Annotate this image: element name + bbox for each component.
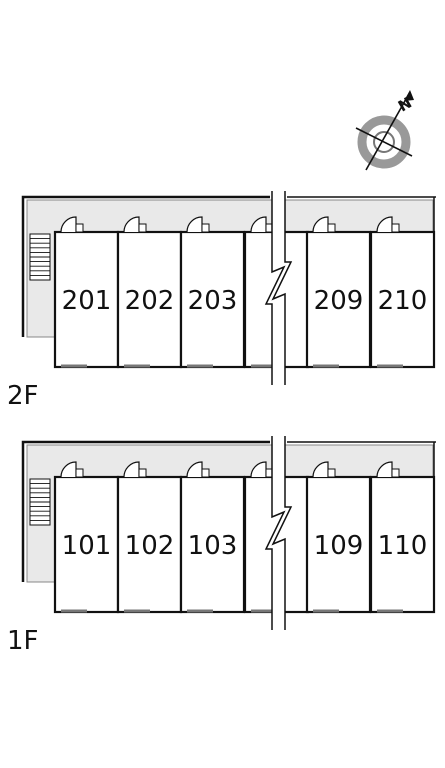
- unit-109: 109: [305, 461, 372, 614]
- railing: [21, 440, 270, 582]
- corridor-right: [284, 199, 434, 233]
- door-icon: [186, 461, 210, 478]
- break-line-marker: [264, 191, 293, 387]
- unit-110: 110: [369, 461, 436, 614]
- door-icon: [376, 216, 400, 233]
- unit-number-label: 201: [62, 286, 112, 316]
- unit-203: 203: [179, 216, 246, 369]
- door-icon: [312, 461, 336, 478]
- unit-102: 102: [116, 461, 183, 614]
- door-icon: [376, 461, 400, 478]
- door-icon: [60, 461, 84, 478]
- floor-2f: 201 202 203 209 210 2F: [7, 191, 436, 411]
- unit-number-label: 203: [188, 286, 238, 316]
- door-icon: [123, 461, 147, 478]
- unit-209: 209: [305, 216, 372, 369]
- unit-number-label: 101: [62, 531, 112, 561]
- corridor-right: [284, 444, 434, 478]
- unit-201: 201: [53, 216, 120, 369]
- unit-number-label: 210: [378, 286, 428, 316]
- unit-number-label: 102: [125, 531, 175, 561]
- door-icon: [312, 216, 336, 233]
- staircase: [29, 478, 51, 526]
- unit-number-label: 202: [125, 286, 175, 316]
- unit-101: 101: [53, 461, 120, 614]
- compass-rose-icon: [355, 90, 414, 171]
- staircase: [29, 233, 51, 281]
- unit-number-label: 209: [314, 286, 364, 316]
- railing: [21, 195, 270, 337]
- unit-number-label: 103: [188, 531, 238, 561]
- floor-label: 1F: [7, 626, 39, 656]
- unit-number-label: 110: [378, 531, 428, 561]
- floor-1f: 101 102 103 109 110 1F: [7, 436, 436, 656]
- compass: N: [355, 90, 415, 171]
- unit-103: 103: [179, 461, 246, 614]
- unit-202: 202: [116, 216, 183, 369]
- door-icon: [123, 216, 147, 233]
- door-icon: [186, 216, 210, 233]
- door-icon: [60, 216, 84, 233]
- door-icon: [250, 461, 274, 478]
- break-line-marker: [264, 436, 293, 632]
- floor-label: 2F: [7, 381, 39, 411]
- unit-210: 210: [369, 216, 436, 369]
- floors: 201 202 203 209 210 2F 101 102 103 109 110 1F: [7, 191, 436, 656]
- unit-number-label: 109: [314, 531, 364, 561]
